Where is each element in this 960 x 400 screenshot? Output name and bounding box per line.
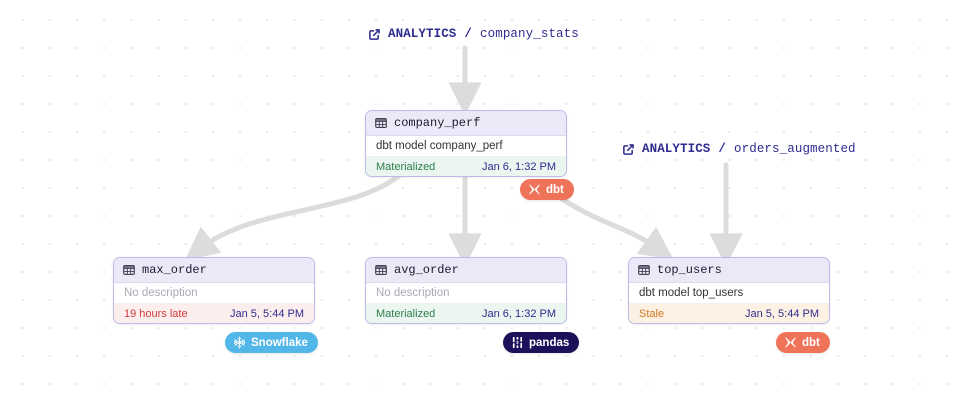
- asset-label-separator: /: [464, 27, 473, 41]
- node-status-row: Materialized Jan 6, 1:32 PM: [366, 156, 566, 176]
- node-status-row: Materialized Jan 6, 1:32 PM: [366, 303, 566, 323]
- node-timestamp: Jan 5, 5:44 PM: [745, 307, 819, 320]
- pandas-icon: [511, 336, 524, 349]
- node-header: max_order: [114, 258, 314, 283]
- node-timestamp: Jan 5, 5:44 PM: [230, 307, 304, 320]
- node-description: dbt model top_users: [629, 283, 829, 303]
- tool-badge-label: Snowflake: [251, 336, 308, 349]
- edge-company-perf-to-max-order: [184, 172, 403, 261]
- tool-badge-dbt-company-perf[interactable]: dbt: [520, 179, 574, 200]
- node-timestamp: Jan 6, 1:32 PM: [482, 307, 556, 320]
- asset-label-database: ANALYTICS: [388, 27, 457, 41]
- table-icon: [638, 264, 650, 276]
- asset-label-database: ANALYTICS: [642, 142, 711, 156]
- node-header: avg_order: [366, 258, 566, 283]
- status-badge: 19 hours late: [124, 307, 188, 320]
- asset-label-company-stats[interactable]: ANALYTICS / company_stats: [368, 27, 579, 41]
- node-name: max_order: [142, 263, 207, 277]
- tool-badge-label: dbt: [802, 336, 820, 349]
- node-status-row: 19 hours late Jan 5, 5:44 PM: [114, 303, 314, 323]
- table-icon: [375, 117, 387, 129]
- node-top-users[interactable]: top_users dbt model top_users Stale Jan …: [628, 257, 830, 324]
- dbt-icon: [784, 336, 797, 349]
- table-icon: [375, 264, 387, 276]
- asset-label-table: company_stats: [480, 27, 579, 41]
- node-description: dbt model company_perf: [366, 136, 566, 156]
- asset-label-separator: /: [718, 142, 727, 156]
- external-link-icon: [622, 143, 635, 156]
- tool-badge-dbt-top-users[interactable]: dbt: [776, 332, 830, 353]
- node-company-perf[interactable]: company_perf dbt model company_perf Mate…: [365, 110, 567, 177]
- node-description: No description: [114, 283, 314, 303]
- status-badge: Materialized: [376, 307, 436, 320]
- snowflake-icon: [233, 336, 246, 349]
- status-badge: Materialized: [376, 160, 436, 173]
- tool-badge-pandas-avg-order[interactable]: pandas: [503, 332, 580, 353]
- external-link-icon: [368, 28, 381, 41]
- node-name: avg_order: [394, 263, 459, 277]
- table-icon: [123, 264, 135, 276]
- edge-company-perf-to-top-users: [553, 192, 674, 260]
- node-avg-order[interactable]: avg_order No description Materialized Ja…: [365, 257, 567, 324]
- tool-badge-snowflake-max-order[interactable]: Snowflake: [225, 332, 318, 353]
- tool-badge-label: pandas: [529, 336, 570, 349]
- tool-badge-label: dbt: [546, 183, 564, 196]
- dbt-icon: [528, 183, 541, 196]
- node-name: company_perf: [394, 116, 481, 130]
- asset-label-orders-augmented[interactable]: ANALYTICS / orders_augmented: [622, 142, 856, 156]
- node-header: top_users: [629, 258, 829, 283]
- node-timestamp: Jan 6, 1:32 PM: [482, 160, 556, 173]
- node-description: No description: [366, 283, 566, 303]
- node-max-order[interactable]: max_order No description 19 hours late J…: [113, 257, 315, 324]
- node-status-row: Stale Jan 5, 5:44 PM: [629, 303, 829, 323]
- node-name: top_users: [657, 263, 722, 277]
- asset-label-table: orders_augmented: [734, 142, 856, 156]
- status-badge: Stale: [639, 307, 665, 320]
- node-header: company_perf: [366, 111, 566, 136]
